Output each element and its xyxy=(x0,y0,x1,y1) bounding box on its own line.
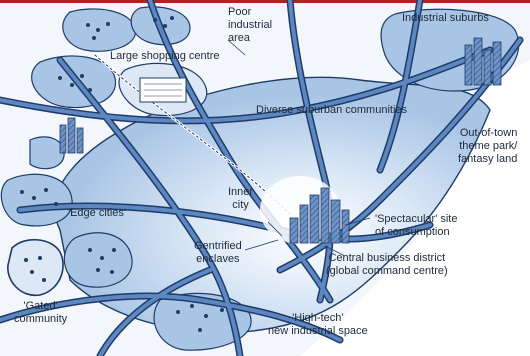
label-gated: 'Gated' community xyxy=(14,300,67,326)
label-high-tech: 'High-tech' new industrial space xyxy=(268,312,368,338)
edge-city-blob-1 xyxy=(1,174,72,226)
gated-community-ring xyxy=(8,240,63,296)
label-spectacular: 'Spectacular' site of consumption xyxy=(375,213,457,239)
label-poor-industrial-area: Poor industrial area xyxy=(228,6,272,45)
label-out-of-town: Out-of-town theme park/ fantasy land xyxy=(458,127,517,166)
label-gentrified: Gentrified enclaves xyxy=(194,240,242,266)
label-large-shopping-centre: Large shopping centre xyxy=(110,50,219,63)
label-industrial-suburbs: Industrial suburbs xyxy=(402,12,489,25)
frame-top-border xyxy=(0,0,530,3)
label-inner-city: Inner city xyxy=(228,186,253,212)
label-edge-cities: 'Edge cities' xyxy=(68,207,126,220)
small-blob xyxy=(30,137,64,169)
label-cbd: Central business district (global comman… xyxy=(326,252,448,278)
edge-city-blob-2 xyxy=(64,233,132,287)
label-diverse-suburban: Diverse suburban communities xyxy=(256,104,407,117)
